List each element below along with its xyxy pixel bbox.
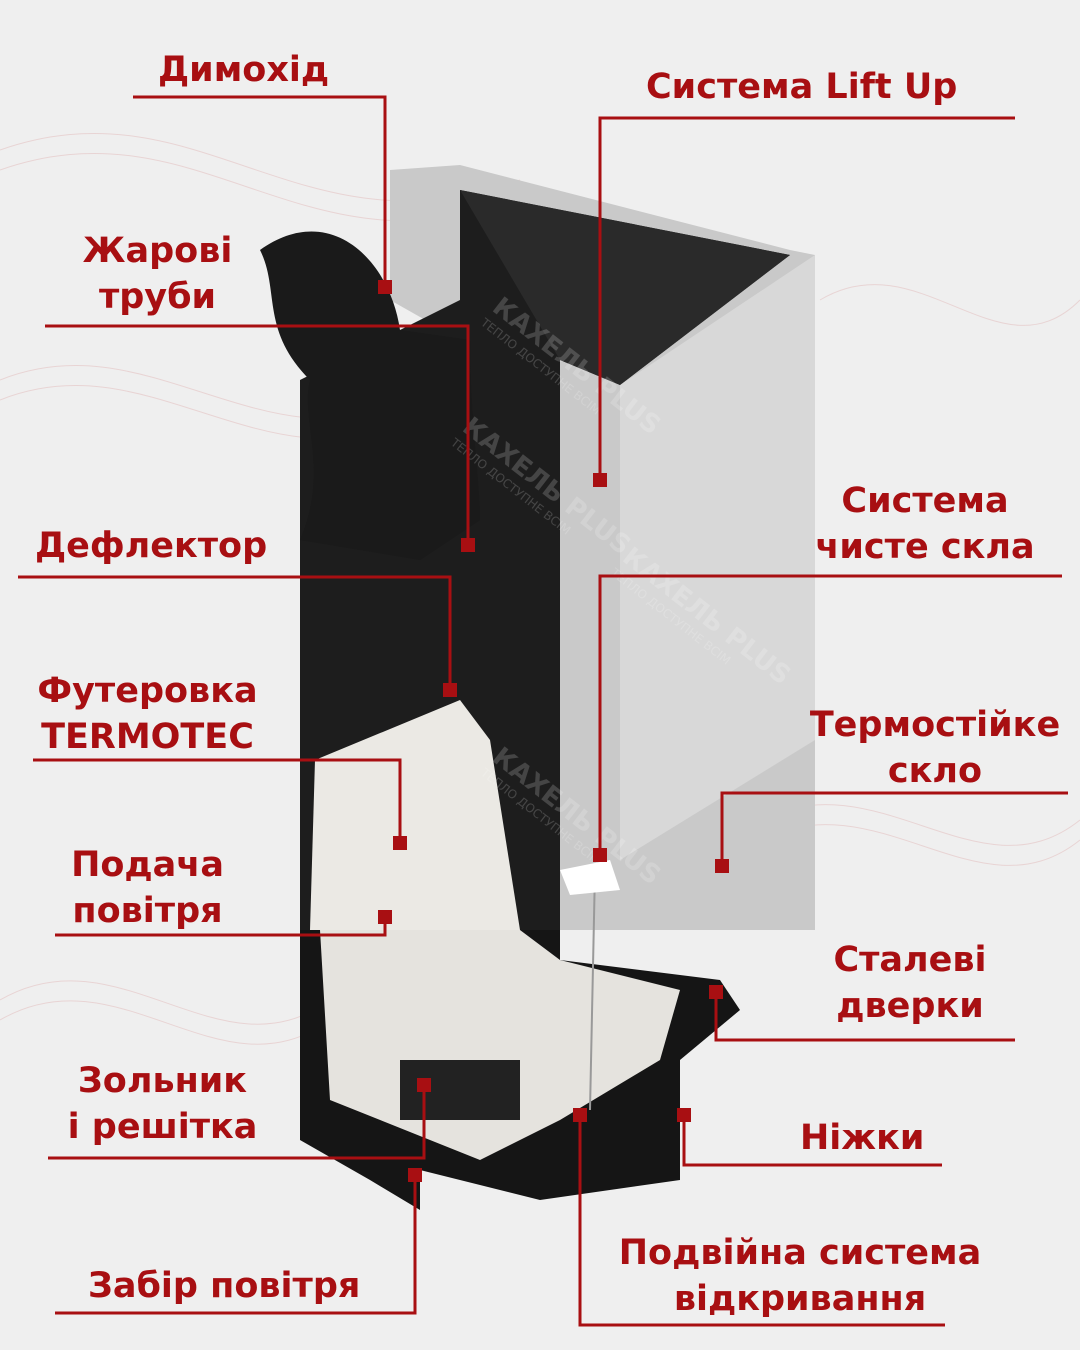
label-chimney: Димохід	[158, 50, 330, 90]
fireplace-body	[260, 165, 815, 1210]
label-deflector: Дефлектор	[35, 526, 268, 566]
lining-panel	[310, 700, 520, 930]
label-air-intake: Забір повітря	[88, 1266, 361, 1306]
label-legs: Ніжки	[800, 1118, 925, 1158]
grate	[400, 1060, 520, 1120]
side-panel	[620, 255, 815, 860]
label-lift-up: Система Lift Up	[646, 67, 958, 107]
heat-pipes	[260, 231, 480, 560]
